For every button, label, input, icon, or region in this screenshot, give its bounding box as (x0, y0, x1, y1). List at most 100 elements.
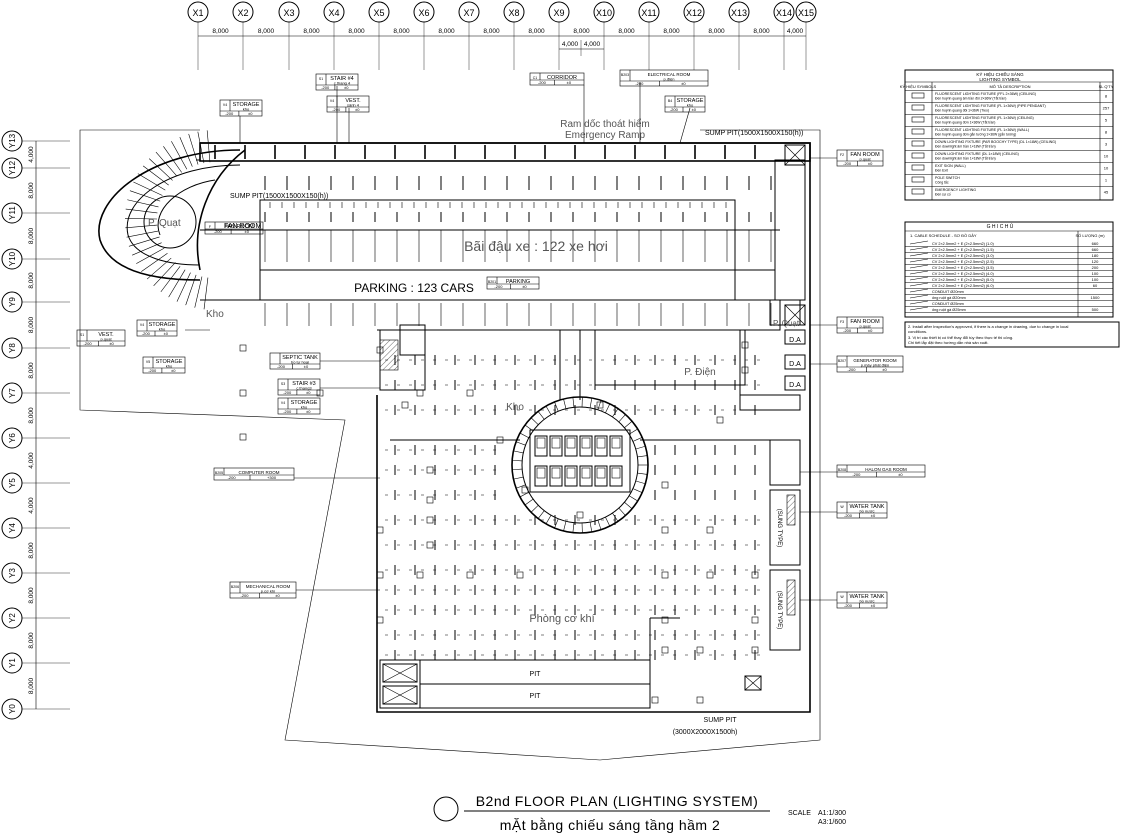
grid-label: Y4 (8, 523, 17, 533)
parking-label-vn: Bãi đậu xe : 122 xe hơi (464, 238, 608, 254)
legend-desc: EMERGENCY LIGHTING (935, 188, 976, 192)
grid-bubble-y12: Y12 (1, 157, 70, 179)
grid-bubble-y6: Y6 (1, 427, 70, 449)
tag-name: VEST. (345, 98, 361, 104)
grid-bubble-x7: X7 (458, 1, 480, 70)
tag-code: B4 (668, 99, 672, 103)
grid-bubble-y9: Y9 (1, 291, 70, 313)
legend-desc: POLE SWITCH (935, 176, 960, 180)
grid-dim-x: 8,000 (663, 28, 680, 35)
grid-dim-x: 8,000 (483, 28, 500, 35)
legend-desc: FLUORESCENT LIGHTING FIXTURE (FL 1×36W) … (935, 104, 1046, 108)
legend-qty: 8 (1105, 94, 1108, 99)
legend-row: FLUORESCENT LIGHTING FIXTURE (FFL 2×36W)… (905, 90, 1113, 101)
tag-level: -200 (283, 409, 292, 414)
tag-level: -200 (670, 107, 679, 112)
tag-name: STORAGE (291, 400, 318, 406)
tag-sub: p.máy phát điện (861, 363, 889, 368)
legend-qty: 45 (1104, 190, 1109, 195)
tag-val: ±0 (109, 341, 114, 346)
tag-val: ±0 (567, 80, 572, 85)
legend-sub: Đèn huỳnh quang đôi 1×36W (Treo) (935, 109, 989, 113)
grid-bubble-y8: Y8 (1, 337, 70, 359)
grid-dim-x: 8,000 (708, 28, 725, 35)
grid-dim-x: 8,000 (618, 28, 635, 35)
tag-val: ±0 (275, 593, 280, 598)
tag-code: F2 (840, 153, 844, 157)
notes-col-qty: SỐ LƯỢNG (m) (1075, 233, 1105, 238)
grid-bubble-y13: Y13 (1, 130, 70, 152)
grid-bubble-y10: Y10 (1, 248, 70, 270)
notes-qty: 200 (1092, 265, 1099, 270)
grid-bubble-x9: X9 (548, 1, 570, 70)
tag-level: -200 (321, 85, 330, 90)
grid-label: X10 (596, 8, 612, 18)
grid-label: X8 (508, 8, 519, 18)
tag-level: -200 (84, 341, 93, 346)
legend-qty: 1 (1105, 178, 1108, 183)
legend-sub: Đèn sự cố (935, 193, 951, 197)
tag-code: V5 (146, 360, 150, 364)
notes-qty: 100 (1092, 277, 1099, 282)
tag-val: ±0 (164, 331, 169, 336)
notes-desc: CV 2×2.5mm2 + E (2×2.5mm2) (6.0) (932, 284, 994, 288)
grid-bubble-y4: Y4 (1, 517, 70, 539)
tag-level: -200 (214, 229, 223, 234)
grid-bubble-y3: Y3 (1, 562, 70, 584)
da-label-2: D.A (789, 361, 801, 368)
tag-sub: kho (166, 364, 173, 369)
grid-label: Y10 (8, 251, 17, 266)
grid-subdim-x: 4,000 (584, 41, 601, 48)
grid-label: Y7 (8, 388, 17, 398)
grid-dim-y: 8,000 (28, 542, 35, 559)
notes-row: CV 2×2.5mm2 + E (2×2.5mm2) (3.5)200 (905, 264, 1113, 271)
grid-bubble-x2: X2 (232, 1, 254, 70)
cable-notes-table: G H I C H Ú 1. CABLE SCHEDULE - SƠ ĐỒ DÂ… (904, 221, 1114, 318)
tag-level: -200 (843, 161, 852, 166)
grid-label: X15 (798, 8, 814, 18)
tag-val: ±0 (344, 85, 349, 90)
notes-qty: 500 (1092, 307, 1099, 312)
tag-val: ±0 (882, 367, 887, 372)
tag-val: ±0 (868, 328, 873, 333)
notes-row: CV 2×2.5mm2 + E (2×2.5mm2) (6.0)60 (905, 282, 1113, 289)
tag-sub: p.điện (664, 77, 675, 82)
grid-label: X6 (418, 8, 429, 18)
grid-bubble-y11: Y11 (1, 202, 70, 224)
tag-val: ±0 (871, 603, 876, 608)
scale-label: SCALE (788, 810, 811, 817)
notes-row: CV 2×2.5mm2 + E (2×2.5mm2) (4.0)100 (905, 270, 1113, 277)
grid-label: Y5 (8, 478, 17, 488)
tag-code: W (840, 595, 844, 599)
grid-bubble-y1: Y1 (1, 652, 70, 674)
tag-name: COMPUTER ROOM (239, 470, 280, 475)
site-boundary (79, 129, 821, 761)
grid-label: X2 (237, 8, 248, 18)
tag-level: -200 (142, 331, 151, 336)
notes-desc: CV 2×2.5mm2 + E (2×2.5mm2) (1.5) (932, 248, 994, 252)
legend-desc: FLUORESCENT LIGHTING FIXTURE (FFL 2×36W)… (935, 92, 1036, 96)
building-outline (196, 142, 811, 713)
p-quat-2-label: P. Quạt (773, 319, 800, 328)
sump-pit-bottom-dim: (3000X2000X1500h) (673, 729, 738, 736)
tag-code: F3 (840, 320, 844, 324)
grid-label: X1 (192, 8, 203, 18)
grid-dim-x: 8,000 (528, 28, 545, 35)
grid-dim-x: 8,000 (348, 28, 365, 35)
notes-row: CV 2×2.5mm2 + E (2×2.5mm2) (3.0)180 (905, 252, 1113, 259)
legend-qty: 10 (1104, 154, 1109, 159)
tag-sub: p.quạt (859, 324, 871, 329)
tag-name: WATER TANK (850, 504, 885, 510)
grid-dim-x: 8,000 (212, 28, 229, 35)
tag-code: C1 (533, 76, 538, 80)
tag-code: B207 (838, 359, 846, 363)
